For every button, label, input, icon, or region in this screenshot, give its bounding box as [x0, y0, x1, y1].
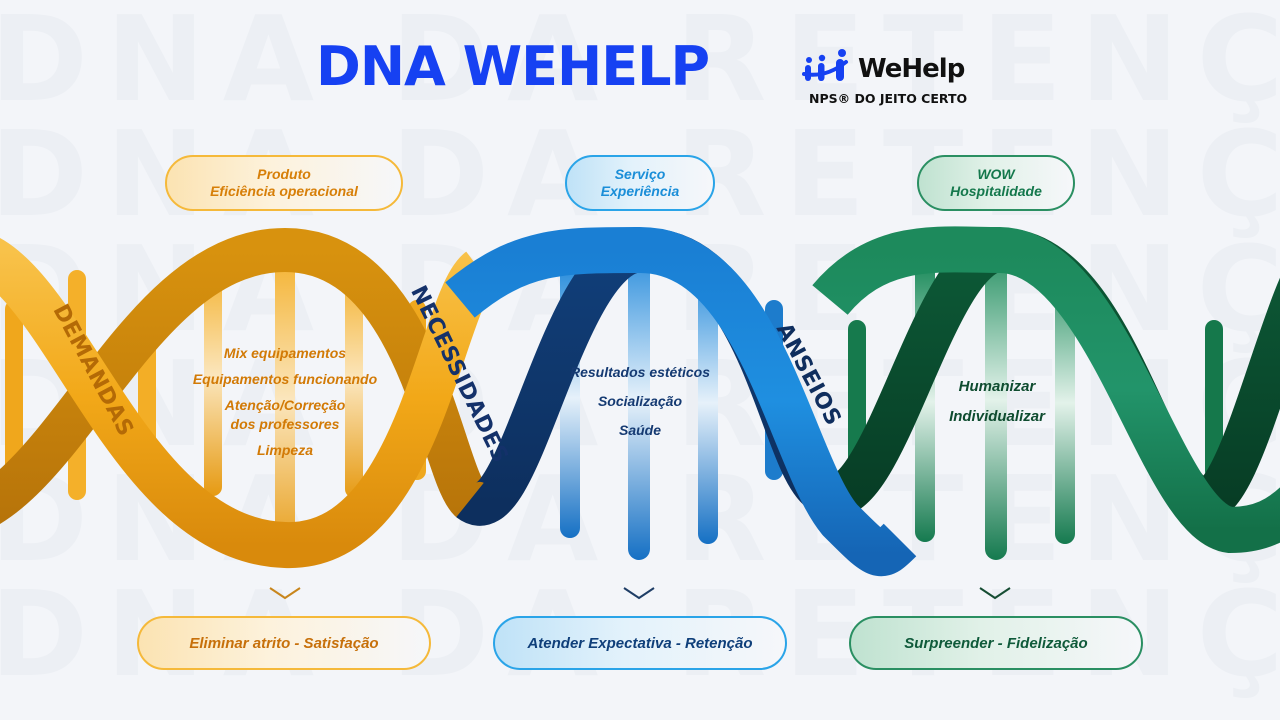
- list-item: Individualizar: [949, 408, 1045, 425]
- outcome-pill-satisfacao: Eliminar atrito - Satisfação: [137, 616, 431, 670]
- pill-line: Serviço: [614, 166, 666, 182]
- people-icon: [802, 49, 848, 81]
- blue-center-list: Resultados estéticos Socialização Saúde: [540, 363, 740, 440]
- pill-line: WOW: [977, 166, 1015, 182]
- pill-line: Experiência: [600, 183, 680, 199]
- list-item: Equipamentos funcionando: [192, 371, 378, 387]
- chevron-down-icon: [979, 587, 1011, 600]
- category-pill-wow: WOW Hospitalidade: [917, 155, 1075, 211]
- list-item: Socialização: [597, 393, 683, 409]
- green-center-list: Humanizar Individualizar: [897, 377, 1097, 426]
- page-title: DNA WEHELP: [316, 35, 710, 98]
- logo-tagline: NPS® DO JEITO CERTO: [809, 91, 968, 106]
- list-item: Limpeza: [256, 442, 313, 458]
- pill-text: Atender Expectativa - Retenção: [527, 634, 753, 652]
- list-item: Mix equipamentos: [223, 345, 347, 361]
- pill-text: Eliminar atrito - Satisfação: [189, 634, 379, 652]
- pill-text: Surpreender - Fidelização: [904, 634, 1088, 652]
- list-item: Humanizar: [958, 378, 1036, 395]
- category-pill-servico: Serviço Experiência: [565, 155, 715, 211]
- outcome-pill-fidelizacao: Surpreender - Fidelização: [849, 616, 1143, 670]
- list-item: Atenção/Correção: [224, 397, 346, 413]
- logo-wordmark: WeHelp: [858, 54, 965, 84]
- pill-line: Hospitalidade: [950, 183, 1042, 199]
- chevron-down-icon: [623, 587, 655, 600]
- pill-line: Eficiência operacional: [210, 183, 358, 199]
- list-item: dos professores: [230, 416, 340, 432]
- list-item: Resultados estéticos: [569, 364, 711, 380]
- outcome-pill-retencao: Atender Expectativa - Retenção: [493, 616, 787, 670]
- category-pill-produto: Produto Eficiência operacional: [165, 155, 403, 211]
- orange-center-list: Mix equipamentos Equipamentos funcionand…: [165, 344, 405, 460]
- pill-line: Produto: [257, 166, 311, 182]
- chevron-down-icon: [269, 587, 301, 600]
- wehelp-logo: WeHelp NPS® DO JEITO CERTO: [800, 48, 1000, 112]
- list-item: Saúde: [618, 422, 661, 438]
